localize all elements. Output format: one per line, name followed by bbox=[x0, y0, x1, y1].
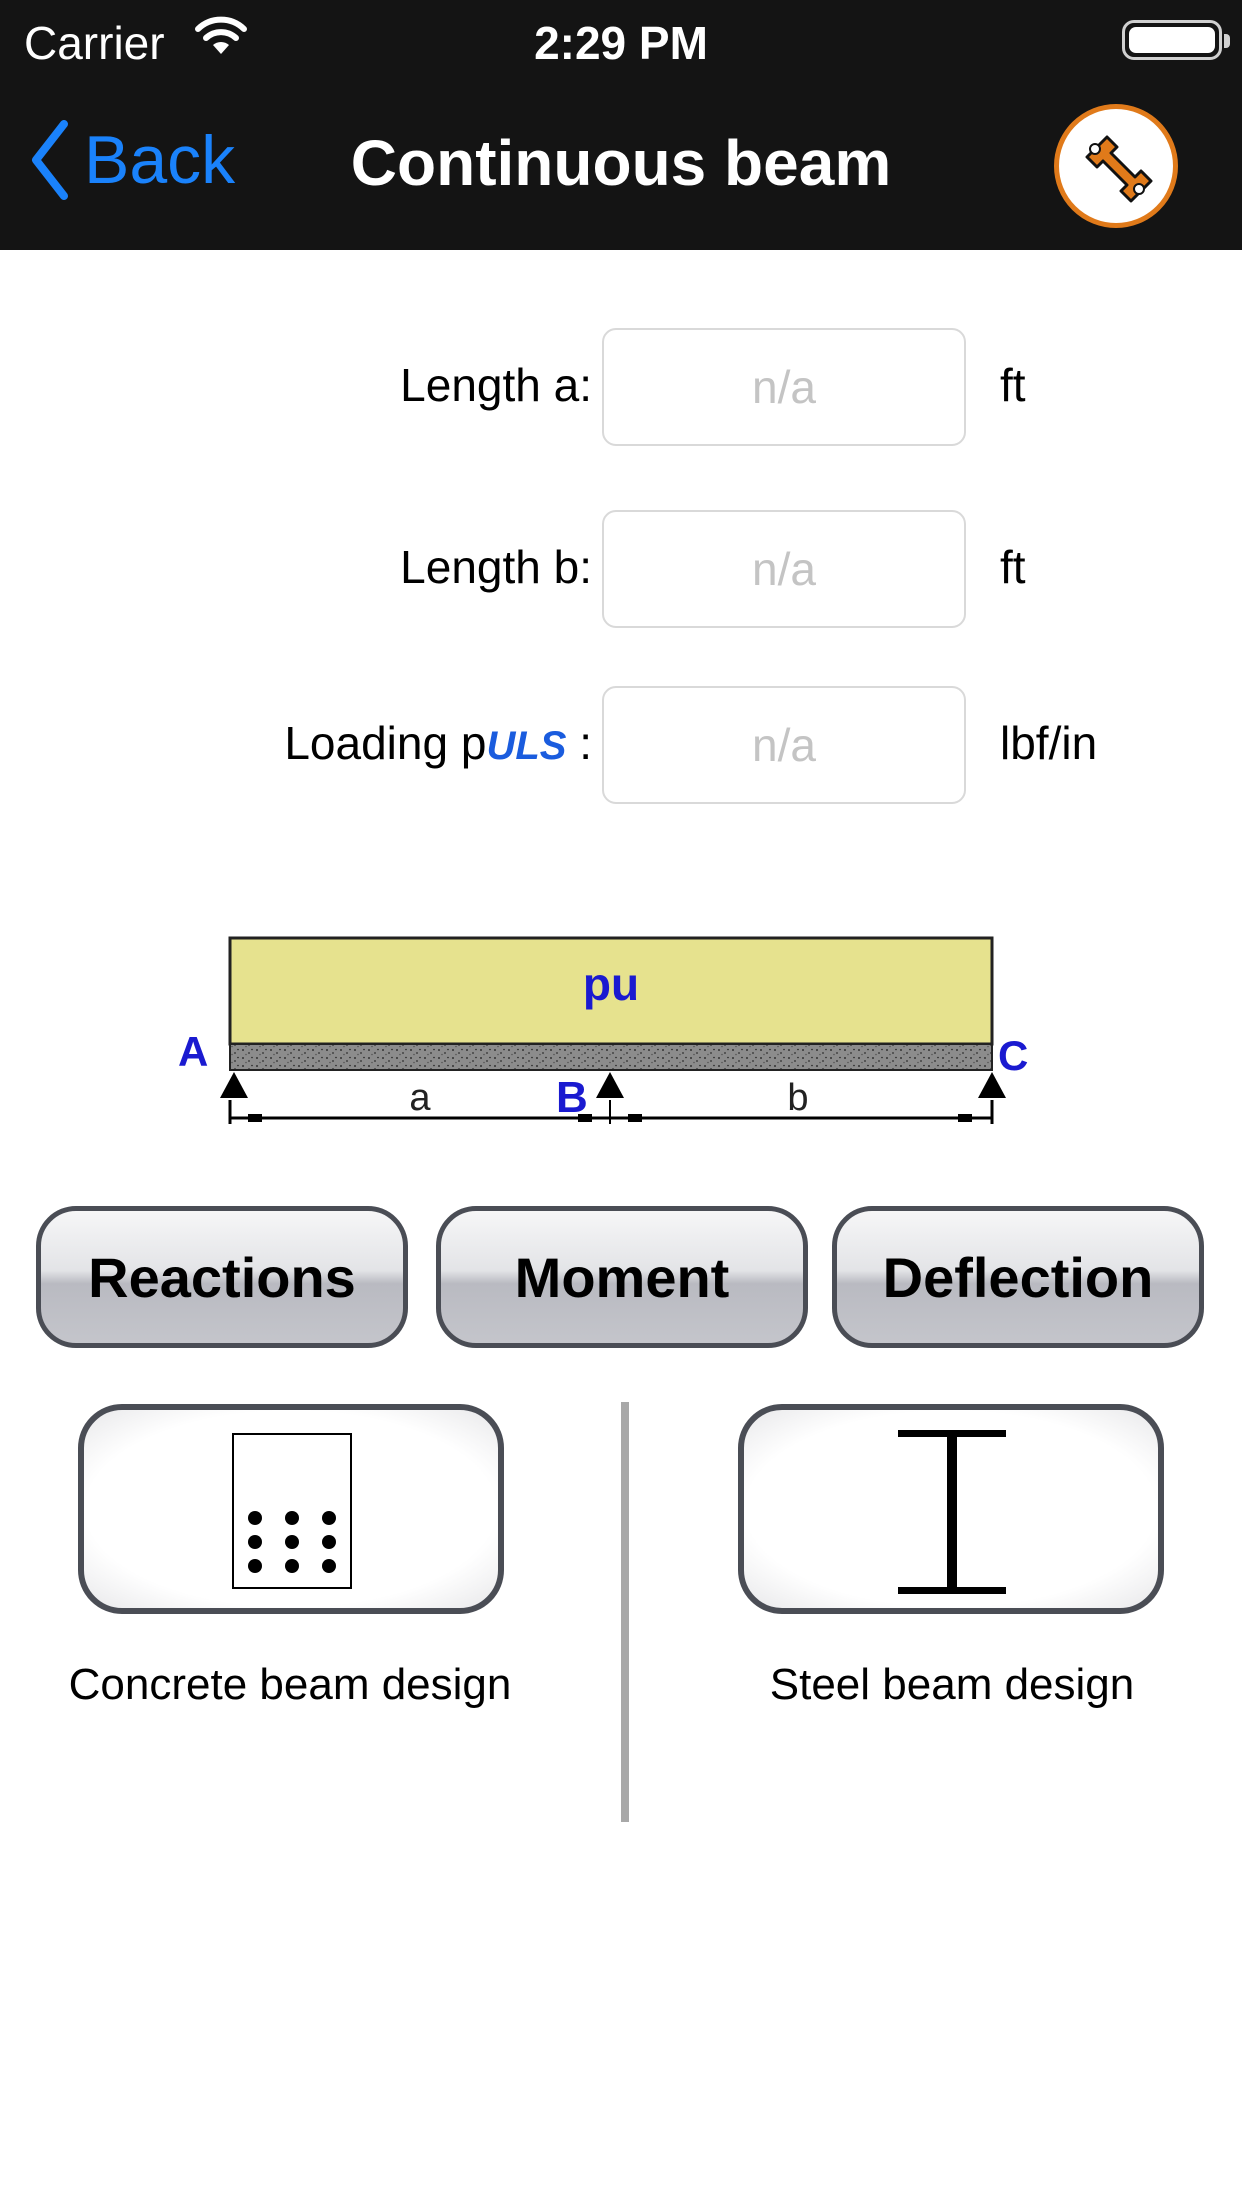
length-b-unit: ft bbox=[1000, 541, 1026, 593]
i-beam-icon bbox=[898, 1430, 1006, 1594]
support-c-label: C bbox=[998, 1032, 1028, 1079]
wrench-icon bbox=[1085, 135, 1153, 203]
length-a-label: Length a: bbox=[400, 359, 592, 411]
page-title: Continuous beam bbox=[350, 127, 892, 199]
uls-subscript: ULS bbox=[486, 724, 567, 768]
moment-button[interactable]: Moment bbox=[436, 1206, 808, 1348]
deflection-button[interactable]: Deflection bbox=[832, 1206, 1204, 1348]
settings-button[interactable] bbox=[1054, 104, 1178, 228]
support-c-icon bbox=[978, 1072, 1006, 1098]
support-a-icon bbox=[220, 1072, 248, 1098]
steel-beam-design-label: Steel beam design bbox=[769, 1660, 1135, 1709]
concrete-beam-design-label: Concrete beam design bbox=[68, 1660, 512, 1709]
back-button[interactable]: Back bbox=[30, 120, 235, 200]
wifi-icon bbox=[194, 14, 248, 61]
loading-label: Loading pULS : bbox=[284, 717, 592, 769]
support-b-icon bbox=[596, 1072, 624, 1098]
support-a-label: A bbox=[178, 1028, 208, 1075]
loading-unit: lbf/in bbox=[1000, 717, 1098, 769]
length-a-row: Length a: ft bbox=[0, 328, 1242, 446]
back-label: Back bbox=[84, 122, 236, 198]
length-b-label: Length b: bbox=[400, 541, 592, 593]
battery-icon bbox=[1122, 20, 1230, 60]
loading-row: Loading pULS : lbf/in bbox=[0, 686, 1242, 804]
beam-body bbox=[229, 1043, 993, 1071]
concrete-beam-design-button[interactable] bbox=[78, 1404, 504, 1614]
support-b-label: B bbox=[556, 1073, 588, 1122]
distributed-load bbox=[228, 936, 994, 1046]
span-b-label: b bbox=[787, 1077, 808, 1119]
divider bbox=[621, 1402, 629, 1822]
concrete-section-icon bbox=[232, 1433, 352, 1589]
chevron-left-icon bbox=[32, 120, 68, 200]
length-b-row: Length b: ft bbox=[0, 510, 1242, 628]
span-a-label: a bbox=[409, 1077, 431, 1119]
load-label: pu bbox=[583, 958, 639, 1010]
loading-input[interactable] bbox=[602, 686, 966, 804]
reactions-button[interactable]: Reactions bbox=[36, 1206, 408, 1348]
length-b-input[interactable] bbox=[602, 510, 966, 628]
beam-diagram: pu A C a b B bbox=[178, 936, 1028, 1124]
length-a-input[interactable] bbox=[602, 328, 966, 446]
steel-beam-design-button[interactable] bbox=[738, 1404, 1164, 1614]
length-a-unit: ft bbox=[1000, 359, 1026, 411]
status-bar: Carrier 2:29 PM bbox=[0, 0, 1242, 84]
status-time: 2:29 PM bbox=[534, 17, 708, 69]
carrier-label: Carrier bbox=[24, 17, 165, 69]
navigation-header: Carrier 2:29 PM Back Continuous beam bbox=[0, 0, 1242, 250]
